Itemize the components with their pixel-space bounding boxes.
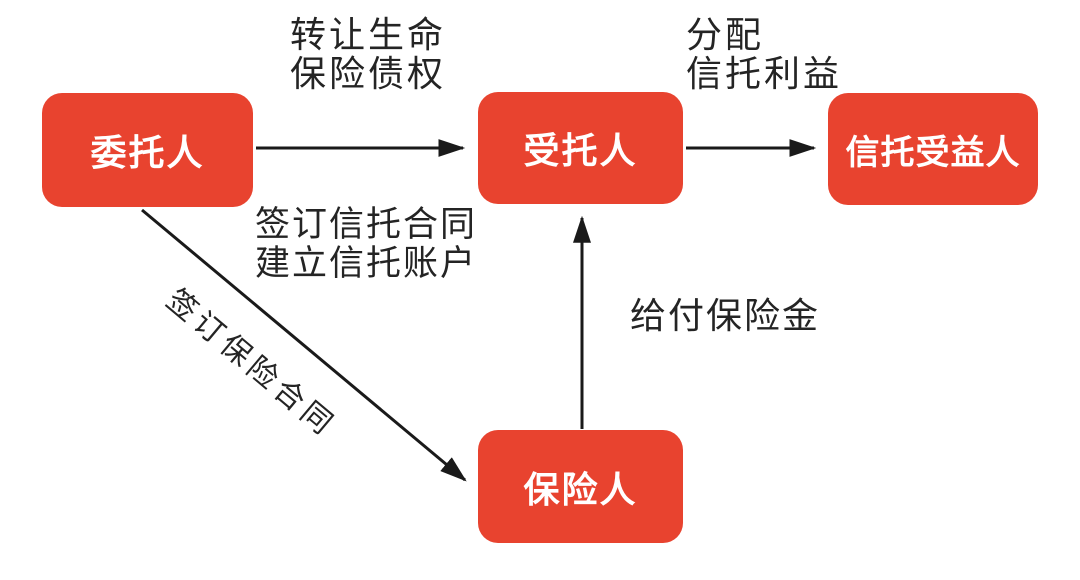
node-beneficiary-label: 信托受益人 — [845, 133, 1021, 172]
edge-label-transfer-line2: 保险债权 — [290, 54, 447, 95]
edge-label-trust-contract-line1: 签订信托合同 — [255, 205, 478, 245]
node-insurer: 保险人 — [478, 430, 683, 543]
edge-label-transfer-line1: 转让生命 — [290, 15, 447, 56]
arrow-settlor-to-insurer — [141, 208, 467, 482]
node-settlor: 委托人 — [42, 93, 253, 207]
edge-label-pay-benefit-line1: 给付保险金 — [630, 296, 821, 337]
node-trustee: 受托人 — [478, 92, 683, 204]
node-insurer-label: 保险人 — [523, 468, 638, 510]
edge-label-trust-contract-line2: 建立信托账户 — [255, 244, 478, 284]
edge-label-distribute: 分配 信托利益 — [686, 16, 842, 94]
edge-label-distribute-line2: 信托利益 — [686, 54, 843, 95]
edge-label-distribute-line1: 分配 — [686, 15, 765, 56]
edge-label-pay-benefit: 给付保险金 — [630, 297, 820, 336]
edge-label-trust-contract: 签订信托合同 建立信托账户 — [255, 206, 477, 284]
node-beneficiary: 信托受益人 — [828, 93, 1038, 205]
edge-label-transfer: 转让生命 保险债权 — [290, 16, 446, 94]
node-settlor-label: 委托人 — [90, 132, 205, 173]
node-trustee-label: 受托人 — [523, 130, 638, 171]
